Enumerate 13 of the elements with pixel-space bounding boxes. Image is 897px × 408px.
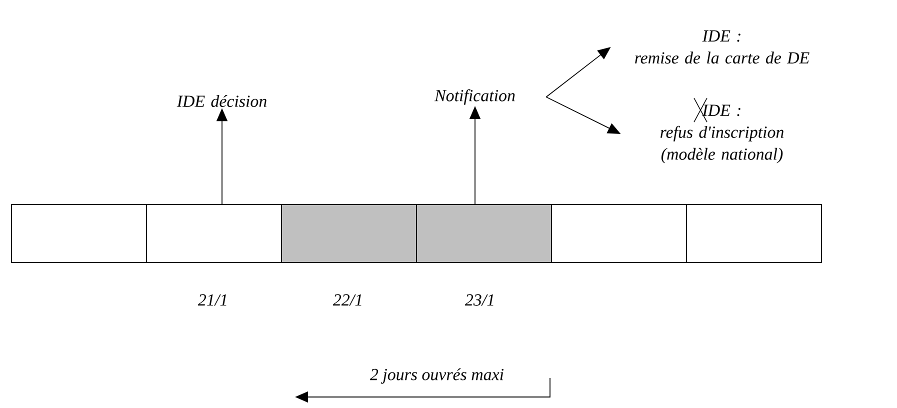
- date-label: 22/1: [332, 294, 362, 306]
- event-text: Notification: [434, 89, 515, 105]
- date-label: 21/1: [198, 294, 226, 306]
- date-label: 23/1: [464, 294, 494, 306]
- day-cell: [11, 204, 147, 263]
- day-cell: [686, 204, 822, 263]
- event-text: IDE : remise de la carte de DE: [635, 30, 810, 64]
- event-text: IDE décision: [176, 95, 266, 107]
- day-cell: [416, 204, 552, 263]
- day-cell: [281, 204, 417, 263]
- day-cell: [551, 204, 687, 263]
- duration-label: 2 jours ouvrés maxi: [370, 368, 504, 384]
- event-text: IDE : refus d'inscription (modèle national): [660, 104, 784, 164]
